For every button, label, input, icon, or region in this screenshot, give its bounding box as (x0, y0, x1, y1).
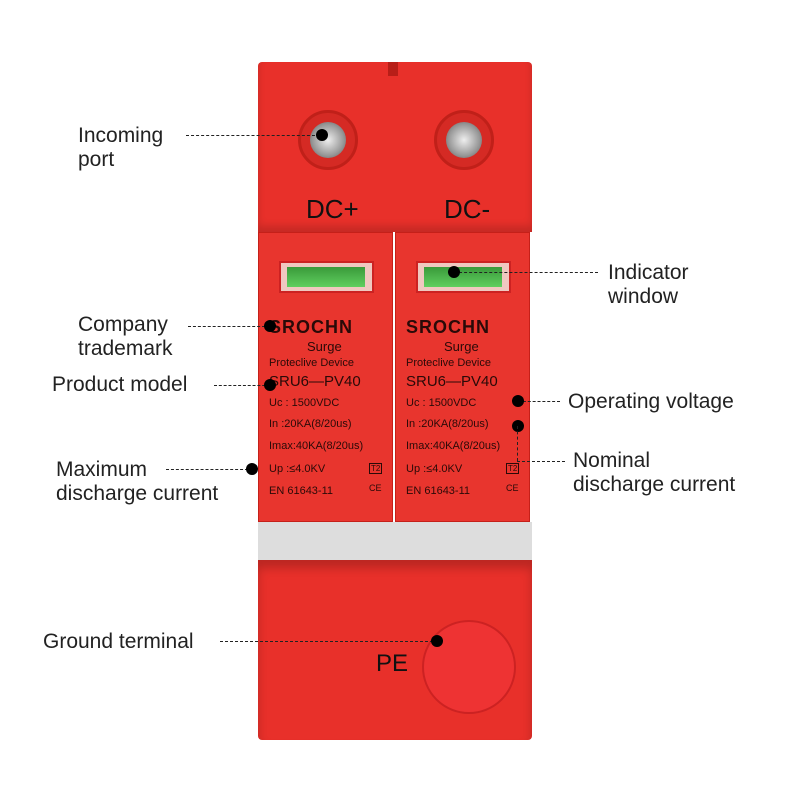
module-right: SROCHN Surge Proteclive Device SRU6—PV40… (395, 232, 530, 522)
dc-plus-label: DC+ (306, 194, 359, 224)
up-text: Up :≤4.0KV (406, 463, 463, 475)
imax-text: Imax:40KA(8/20us) (269, 440, 364, 452)
module-left: SROCHN Surge Proteclive Device SRU6—PV40… (258, 232, 393, 522)
model-text: SRU6—PV40 (269, 373, 361, 390)
leader-line (214, 385, 270, 386)
ce-mark: CE (506, 483, 519, 493)
model-text: SRU6—PV40 (406, 373, 498, 390)
callout-product-model: Product model (52, 373, 188, 396)
leader-line (517, 461, 565, 462)
standard-text: EN 61643-11 (269, 485, 334, 497)
in-text: In :20KA(8/20us) (406, 418, 489, 430)
callout-dot (246, 463, 258, 475)
grey-strip (258, 522, 532, 560)
surge-text: Surge (307, 339, 342, 354)
screw-terminal-dc-minus (434, 110, 494, 170)
up-text: Up :≤4.0KV (269, 463, 326, 475)
callout-dot (512, 420, 524, 432)
callout-dot (431, 635, 443, 647)
pe-label: PE (376, 650, 409, 677)
bottom-section: PE (258, 560, 532, 740)
leader-line (188, 326, 270, 327)
leader-line (454, 272, 598, 273)
leader-line (517, 426, 518, 461)
leader-line (166, 469, 248, 470)
callout-dot (264, 379, 276, 391)
screw-terminal-dc-plus (298, 110, 358, 170)
dc-minus-label: DC- (444, 194, 491, 224)
leader-line (518, 401, 560, 402)
uc-text: Uc : 1500VDC (269, 397, 340, 409)
indicator-window (416, 261, 511, 293)
device-text: Proteclive Device (269, 357, 354, 369)
ce-mark: CE (369, 483, 382, 493)
t2-mark: T2 (506, 463, 520, 474)
callout-ground-terminal: Ground terminal (43, 630, 194, 653)
t2-mark: T2 (369, 463, 383, 474)
device-text: Proteclive Device (406, 357, 491, 369)
uc-text: Uc : 1500VDC (406, 397, 477, 409)
imax-text: Imax:40KA(8/20us) (406, 440, 501, 452)
standard-text: EN 61643-11 (406, 485, 471, 497)
indicator-window (279, 261, 374, 293)
callout-dot (512, 395, 524, 407)
leader-line (220, 641, 438, 642)
leader-line (186, 135, 320, 136)
callout-operating-voltage: Operating voltage (568, 390, 734, 413)
surge-text: Surge (444, 339, 479, 354)
callout-dot (448, 266, 460, 278)
surge-protector-device: DC+ DC- SROCHN Surge Proteclive Device S… (258, 62, 532, 740)
brand-logo: SROCHN (269, 317, 354, 337)
din-clip-notch (388, 62, 398, 76)
callout-dot (264, 320, 276, 332)
brand-logo: SROCHN (406, 317, 491, 337)
callout-dot (316, 129, 328, 141)
top-terminal-section: DC+ DC- (258, 62, 532, 232)
in-text: In :20KA(8/20us) (269, 418, 352, 430)
